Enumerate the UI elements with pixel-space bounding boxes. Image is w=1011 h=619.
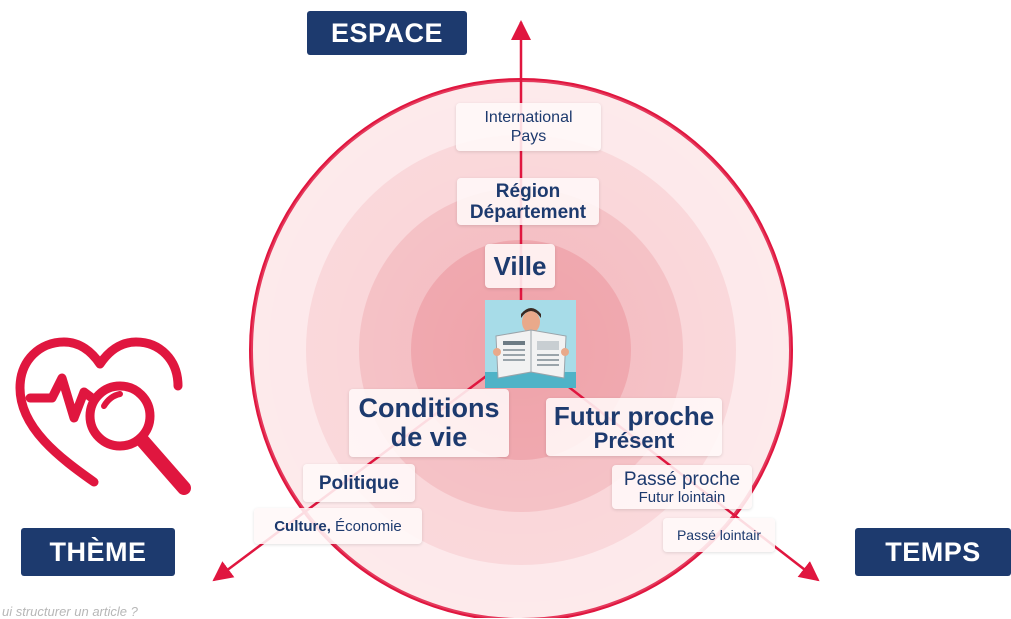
theme-level-1-label: Conditions de vie bbox=[349, 389, 509, 457]
time-level-1-line2: Présent bbox=[593, 427, 675, 453]
time-level-2-line2: Futur lointain bbox=[638, 488, 726, 506]
time-level-2-label: Passé proche Futur lointain bbox=[612, 465, 752, 509]
heart-magnifier-icon bbox=[15, 337, 191, 495]
space-level-2-line2: Département bbox=[469, 201, 587, 223]
time-level-3-label: Passé lointair bbox=[663, 518, 775, 552]
caption-text: ui structurer un article ? bbox=[2, 604, 138, 619]
newspaper-reader-icon bbox=[485, 300, 576, 388]
time-level-1-line1: Futur proche bbox=[553, 400, 715, 431]
theme-level-3-bold: Culture, bbox=[274, 517, 331, 535]
theme-level-3-rest: Économie bbox=[330, 517, 402, 535]
space-level-3-line1: International bbox=[484, 108, 573, 126]
space-level-3-line2: Pays bbox=[510, 127, 547, 145]
space-level-1-line1: Ville bbox=[493, 251, 547, 281]
time-level-1-label: Futur proche Présent bbox=[546, 398, 722, 456]
time-level-3-line1: Passé lointair bbox=[676, 527, 762, 543]
time-level-2-line1: Passé proche bbox=[623, 468, 741, 490]
theme-level-2-label: Politique bbox=[303, 464, 415, 502]
space-axis-tag: ESPACE bbox=[307, 11, 467, 55]
time-axis-tag: TEMPS bbox=[855, 528, 1011, 576]
space-level-1-label: Ville bbox=[485, 244, 555, 288]
space-level-2-label: Région Département bbox=[457, 178, 599, 225]
space-level-2-line1: Région bbox=[495, 180, 561, 202]
theme-level-3-label: Culture, Économie bbox=[254, 508, 422, 544]
theme-level-1-line2: de vie bbox=[390, 422, 468, 452]
space-level-3-label: International Pays bbox=[456, 103, 601, 151]
theme-level-1-line1: Conditions bbox=[358, 393, 500, 423]
theme-level-2-line1: Politique bbox=[318, 472, 400, 494]
theme-axis-tag: THÈME bbox=[21, 528, 175, 576]
